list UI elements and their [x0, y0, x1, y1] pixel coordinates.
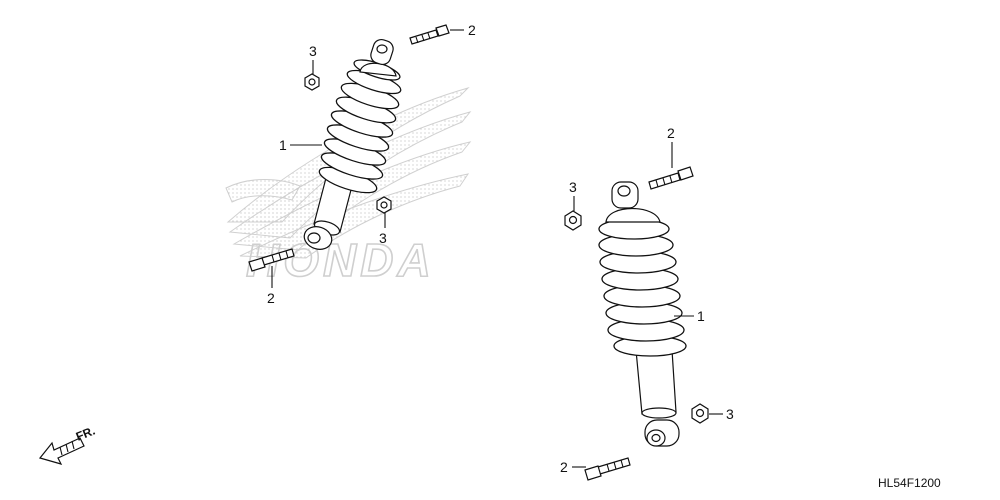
callout-left-upper-bolt: 2: [468, 22, 476, 38]
callout-right-upper-bolt: 2: [667, 125, 675, 141]
arrow-icon: [38, 437, 85, 465]
callout-right-upper-nut: 3: [569, 179, 577, 195]
right-lower-nut[interactable]: [691, 403, 709, 424]
left-shock-absorber[interactable]: [301, 37, 403, 252]
right-upper-bolt[interactable]: [648, 166, 694, 190]
callout-right-shock: 1: [697, 308, 705, 324]
left-upper-nut[interactable]: [304, 73, 320, 91]
left-upper-bolt[interactable]: [409, 24, 450, 45]
callout-left-lower-nut: 3: [379, 230, 387, 246]
front-direction-indicator: FR.: [38, 424, 97, 465]
callout-left-lower-bolt: 2: [267, 290, 275, 306]
right-shock-absorber[interactable]: [598, 181, 687, 447]
callout-right-lower-bolt: 2: [560, 459, 568, 475]
callout-left-shock: 1: [279, 137, 287, 153]
drawing-code: HL54F1200: [878, 476, 941, 490]
callout-left-upper-nut: 3: [309, 43, 317, 59]
left-lower-nut[interactable]: [376, 196, 392, 214]
direction-label: FR.: [74, 424, 97, 444]
right-upper-nut[interactable]: [564, 210, 582, 231]
callout-right-lower-nut: 3: [726, 406, 734, 422]
left-lower-bolt[interactable]: [248, 248, 295, 272]
right-lower-bolt[interactable]: [584, 457, 631, 481]
